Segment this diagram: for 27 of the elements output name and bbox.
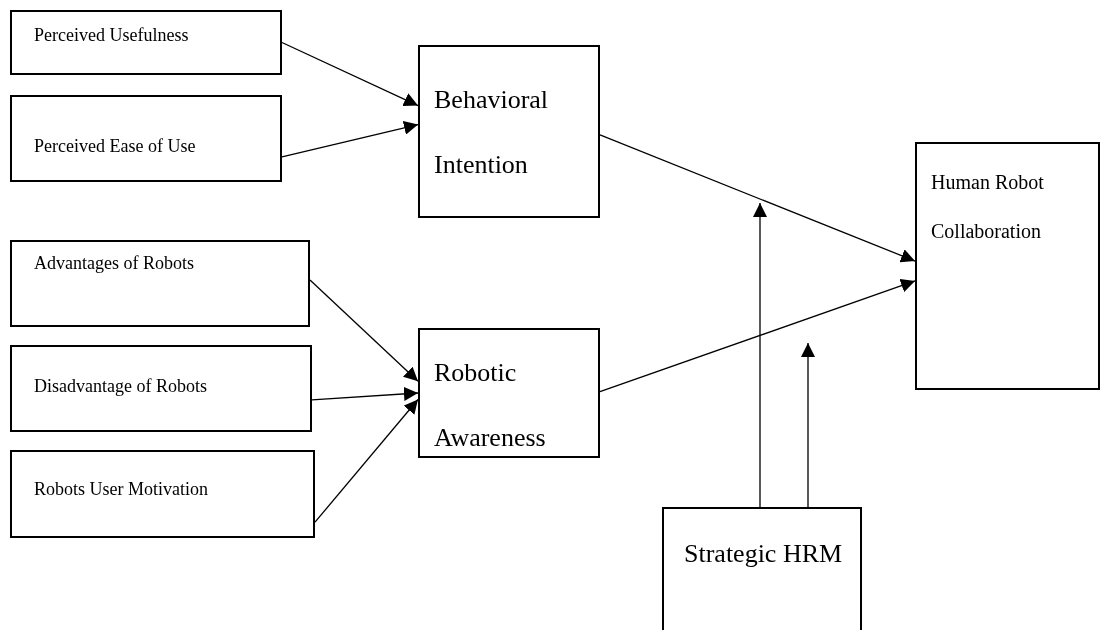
variable-label: Perceived Ease of Use — [34, 135, 197, 157]
variable-box — [915, 142, 1100, 390]
arrow — [599, 278, 916, 393]
arrow — [311, 386, 419, 401]
variable-label: Robotic Awareness — [434, 357, 547, 454]
arrow — [314, 398, 419, 523]
variable-label: Behavioral Intention — [434, 84, 550, 181]
arrow — [599, 134, 916, 263]
variable-box — [10, 95, 282, 182]
variable-label: Strategic HRM — [684, 538, 844, 570]
variable-box — [418, 328, 600, 458]
variable-box — [418, 45, 600, 218]
variable-label: Robots User Motivation — [34, 478, 209, 500]
variable-label: Perceived Usefulness — [34, 24, 190, 46]
variable-box — [10, 345, 312, 432]
variable-label: Human Robot Collaboration — [931, 170, 1045, 244]
arrow — [281, 121, 419, 158]
variable-box — [10, 240, 310, 327]
variable-box — [662, 507, 862, 630]
variable-label: Advantages of Robots — [34, 252, 195, 274]
variable-box — [10, 10, 282, 75]
arrow — [309, 279, 419, 382]
variable-label: Disadvantage of Robots — [34, 375, 208, 397]
arrow — [801, 342, 815, 508]
variable-box — [10, 450, 315, 538]
arrow — [281, 41, 419, 107]
arrow — [753, 202, 767, 508]
